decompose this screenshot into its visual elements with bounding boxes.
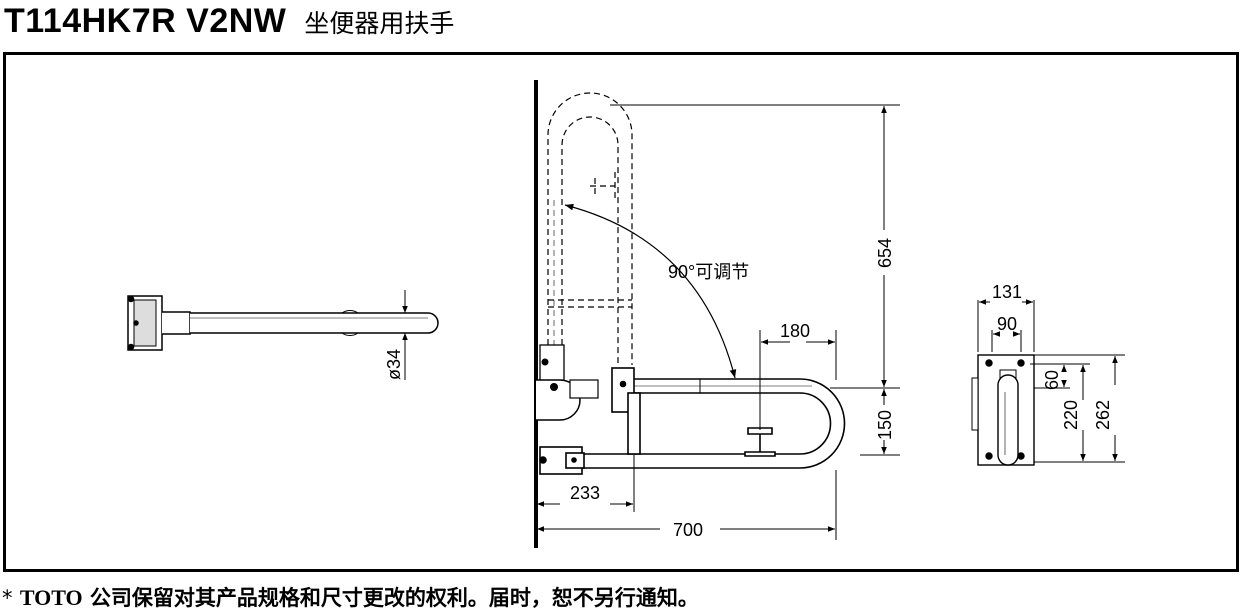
plate-offset-60-label: 60	[1042, 370, 1062, 390]
plate-width-131-label: 131	[992, 282, 1022, 302]
lowered-bar	[539, 367, 846, 475]
diameter-label: ø34	[384, 349, 404, 380]
front-view	[971, 299, 1125, 466]
top-view-hinge	[162, 311, 191, 335]
height-654-label: 654	[875, 238, 895, 268]
footnote-star: *	[2, 586, 13, 610]
product-name: 坐便器用扶手	[304, 9, 455, 38]
rotation-label: 90°可调节	[668, 262, 749, 282]
plate-height-262-label: 262	[1093, 400, 1113, 430]
plate-hole-220-label: 220	[1061, 400, 1081, 430]
page-header: T114HK7R V2NW 坐便器用扶手	[4, 2, 454, 46]
height-150-label: 150	[875, 410, 895, 440]
pivot-housing	[536, 379, 581, 421]
raised-bar-dashed	[547, 92, 633, 385]
top-view	[127, 290, 439, 380]
drawing-frame	[3, 52, 1239, 572]
footnote-text: 公司保留对其产品规格和尺寸更改的权利。届时，恕不另行通知。	[89, 586, 699, 610]
model-number: T114HK7R V2NW	[4, 2, 287, 40]
brand-name: TOTO	[19, 585, 83, 610]
disclaimer-footnote: * TOTO 公司保留对其产品规格和尺寸更改的权利。届时，恕不另行通知。	[2, 582, 699, 612]
length-233-label: 233	[570, 483, 600, 503]
offset-180-label: 180	[780, 321, 810, 341]
length-700-label: 700	[673, 520, 703, 540]
plate-hole-90-label: 90	[997, 314, 1017, 334]
side-view	[534, 80, 900, 548]
top-view-bar	[190, 312, 439, 334]
